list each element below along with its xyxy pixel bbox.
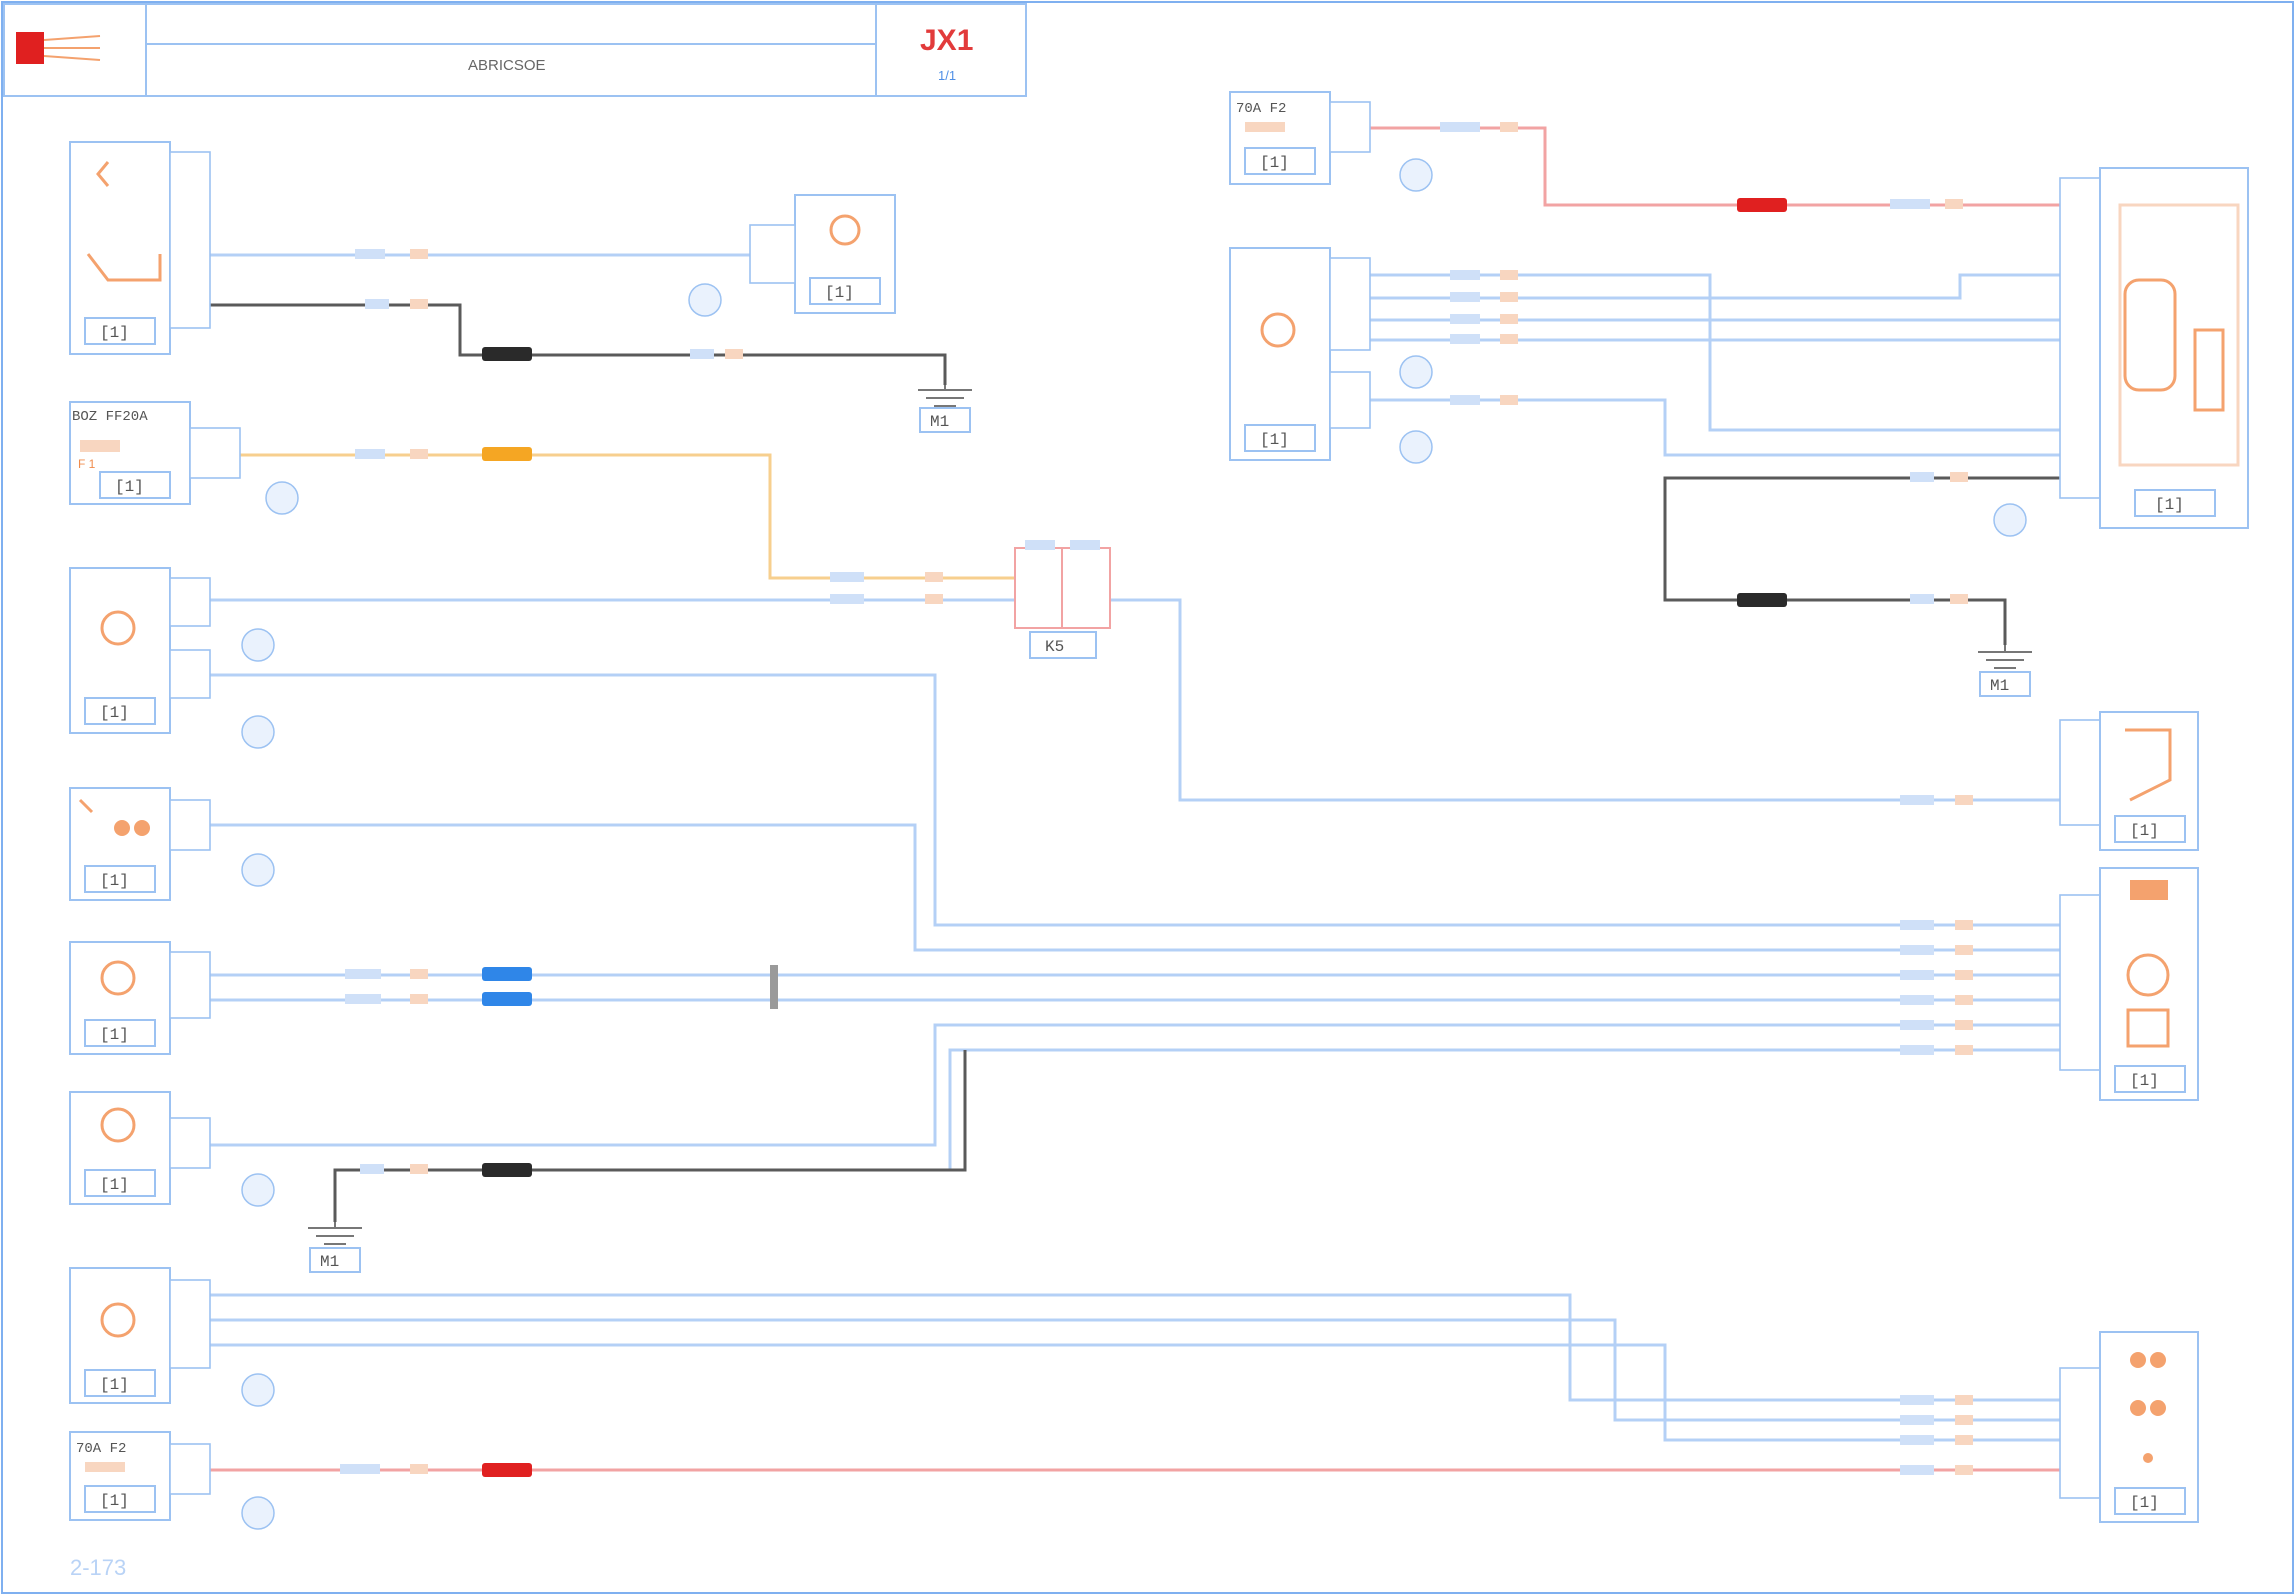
bulb-icon <box>2150 1400 2166 1416</box>
component-c2[interactable]: [1] <box>749 194 896 314</box>
component-c13-tag: [1] <box>2130 822 2159 840</box>
component-c3-fuse-label: BOZ FF20A <box>72 409 148 425</box>
component-c6-tag: [1] <box>100 872 129 890</box>
component-c11[interactable]: [1] <box>69 1267 211 1404</box>
lamp-icon <box>100 610 136 646</box>
module-icon <box>2130 880 2168 900</box>
splices <box>482 198 1787 1477</box>
diagram-title: ABRICSOE <box>468 57 546 74</box>
bulb-icon <box>2143 1453 2153 1463</box>
component-c11-tag: [1] <box>100 1376 129 1394</box>
component-c2-tag: [1] <box>825 284 854 302</box>
bulb-icon <box>134 820 150 836</box>
component-c7-tag: [1] <box>100 1026 129 1044</box>
bulb-icon <box>114 820 130 836</box>
splice-black-1 <box>482 347 532 361</box>
bulb-icon <box>2150 1352 2166 1368</box>
component-c4[interactable]: [1] <box>69 567 211 734</box>
component-c8-tag: [1] <box>100 1176 129 1194</box>
bulb-icon <box>2130 1400 2146 1416</box>
component-c1-tag: [1] <box>100 324 129 342</box>
splice-red-2 <box>1737 198 1787 212</box>
ground-g1: M1 <box>918 385 972 433</box>
ground-g3: M1 <box>308 1222 362 1273</box>
component-c9[interactable]: 70A F2 [1] <box>1229 91 1371 185</box>
actuator-icon <box>2126 953 2170 997</box>
ground-g2: M1 <box>1978 645 2032 697</box>
title-block: ABRICSOE JX1 1/1 <box>3 3 1027 97</box>
component-c10[interactable]: 70A F2 [1] <box>69 1431 211 1521</box>
ground-icon <box>918 385 972 407</box>
component-c3-tag: [1] <box>115 478 144 496</box>
ground-icon <box>1978 645 2032 669</box>
component-c4-tag: [1] <box>100 704 129 722</box>
switch-icon <box>86 253 162 282</box>
diagram-code-sub: 1/1 <box>938 68 956 83</box>
component-c3-rating: F 1 <box>78 457 96 471</box>
component-c13[interactable]: [1] <box>2059 711 2199 851</box>
lamp-icon <box>100 1302 136 1338</box>
wires <box>210 126 2060 1472</box>
splice-black-3 <box>1737 593 1787 607</box>
component-c10-fuse-label: 70A F2 <box>76 1441 126 1457</box>
component-c14[interactable]: [1] <box>2059 867 2199 1101</box>
component-c7[interactable]: [1] <box>69 941 211 1055</box>
connector-logo-icon <box>43 35 101 61</box>
logo-icon <box>16 32 44 64</box>
component-c5-tag: [1] <box>2130 1494 2159 1512</box>
component-c1[interactable]: [1] <box>69 141 211 355</box>
arrow-icon <box>78 798 94 814</box>
reference-markers <box>241 158 2027 1530</box>
splice-black-2 <box>482 1163 532 1177</box>
heater-icon <box>2125 728 2172 802</box>
component-c15[interactable]: [1] <box>2059 167 2249 529</box>
ground-g2-label: M1 <box>1990 677 2009 695</box>
splice-blue-2 <box>482 992 532 1006</box>
page-reference: 2-173 <box>70 1555 126 1580</box>
lamp-icon <box>100 960 136 996</box>
speaker-icon <box>96 161 110 187</box>
relay-k5[interactable]: K5 <box>1014 540 1111 659</box>
component-c3[interactable]: BOZ FF20A F 1 [1] <box>69 401 241 505</box>
component-c10-tag: [1] <box>100 1492 129 1510</box>
splice-orange-1 <box>482 447 532 461</box>
ground-g1-label: M1 <box>930 413 949 431</box>
component-c5[interactable]: [1] <box>2059 1331 2199 1523</box>
lamp-icon <box>100 1107 136 1143</box>
component-c12-tag: [1] <box>1260 431 1289 449</box>
component-c14-tag: [1] <box>2130 1072 2159 1090</box>
component-c9-fuse-label: 70A F2 <box>1236 101 1286 117</box>
bulb-icon <box>2130 1352 2146 1368</box>
splice-red-1 <box>482 1463 532 1477</box>
splice-blue-1 <box>482 967 532 981</box>
component-c15-tag: [1] <box>2155 496 2184 514</box>
diagram-code: JX1 <box>920 24 973 57</box>
component-c8[interactable]: [1] <box>69 1091 211 1205</box>
relay-label: K5 <box>1045 638 1064 656</box>
component-c12[interactable]: [1] <box>1229 247 1371 461</box>
lamp-icon <box>829 214 861 246</box>
junction-bar <box>770 965 778 1009</box>
wire-markers <box>340 122 1973 1475</box>
component-c9-tag: [1] <box>1260 154 1289 172</box>
seat-icon <box>2123 278 2177 392</box>
component-c6[interactable]: [1] <box>69 787 211 901</box>
lamp-icon <box>1260 312 1296 348</box>
ground-g3-label: M1 <box>320 1253 339 1271</box>
ground-icon <box>308 1222 362 1245</box>
